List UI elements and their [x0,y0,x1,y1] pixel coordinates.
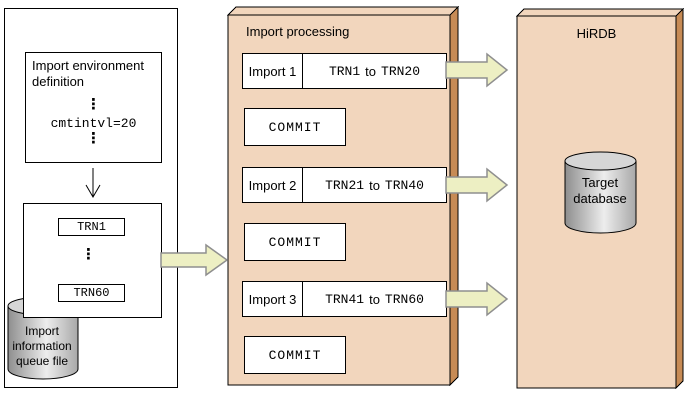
target-label-line2: database [573,191,627,206]
import-row-2: Import 2 TRN21 to TRN40 [242,167,447,203]
vertical-ellipsis: ⋮ [81,245,96,263]
import-environment-definition-box: Import environment definition ⋮ cmtintvl… [25,52,162,163]
vertical-ellipsis: ⋮ [86,129,101,147]
vertical-ellipsis: ⋮ [86,95,101,113]
import-row-1: Import 1 TRN1 to TRN20 [242,53,447,89]
import-2-label: Import 2 [243,168,303,202]
import-processing-title: Import processing [246,24,350,39]
commit-box-1: COMMIT [244,108,346,146]
import-row-3: Import 3 TRN41 to TRN60 [242,281,447,317]
import-3-range: TRN41 to TRN60 [303,292,446,307]
transaction-list-box: TRN1 ⋮ TRN60 [23,203,162,318]
definition-title: Import environment definition [32,58,144,89]
trn-last-box: TRN60 [58,284,125,302]
commit-box-3: COMMIT [244,336,346,374]
import-2-range: TRN21 to TRN40 [303,178,446,193]
queue-label-line3: queue file [15,354,69,368]
import-1-label: Import 1 [243,54,303,88]
target-label-line1: Target [581,175,619,190]
range-to: TRN60 [384,291,424,307]
target-database-label: Target database [564,175,636,207]
range-from: TRN41 [325,291,365,307]
flow-arrow-import2-to-hirdb [445,167,509,203]
queue-cylinder-label: Import information queue file [9,324,75,369]
queue-label-line1: Import [24,324,59,338]
range-connector: to [369,177,380,193]
import-1-range: TRN1 to TRN20 [303,64,446,79]
range-to: TRN40 [384,177,424,193]
flow-arrow-import1-to-hirdb [445,52,509,88]
cmtintvl-parameter: cmtintvl=20 [50,116,137,131]
commit-box-2: COMMIT [244,223,346,261]
range-connector: to [369,291,380,307]
range-connector: to [365,63,377,79]
flow-arrow-import3-to-hirdb [445,281,509,317]
range-from: TRN21 [325,177,365,193]
queue-label-line2: information [12,339,72,353]
hirdb-title: HiRDB [576,26,617,41]
range-to: TRN20 [381,63,421,79]
import-3-label: Import 3 [243,282,303,316]
range-from: TRN1 [328,63,361,79]
trn-first-box: TRN1 [58,218,125,236]
